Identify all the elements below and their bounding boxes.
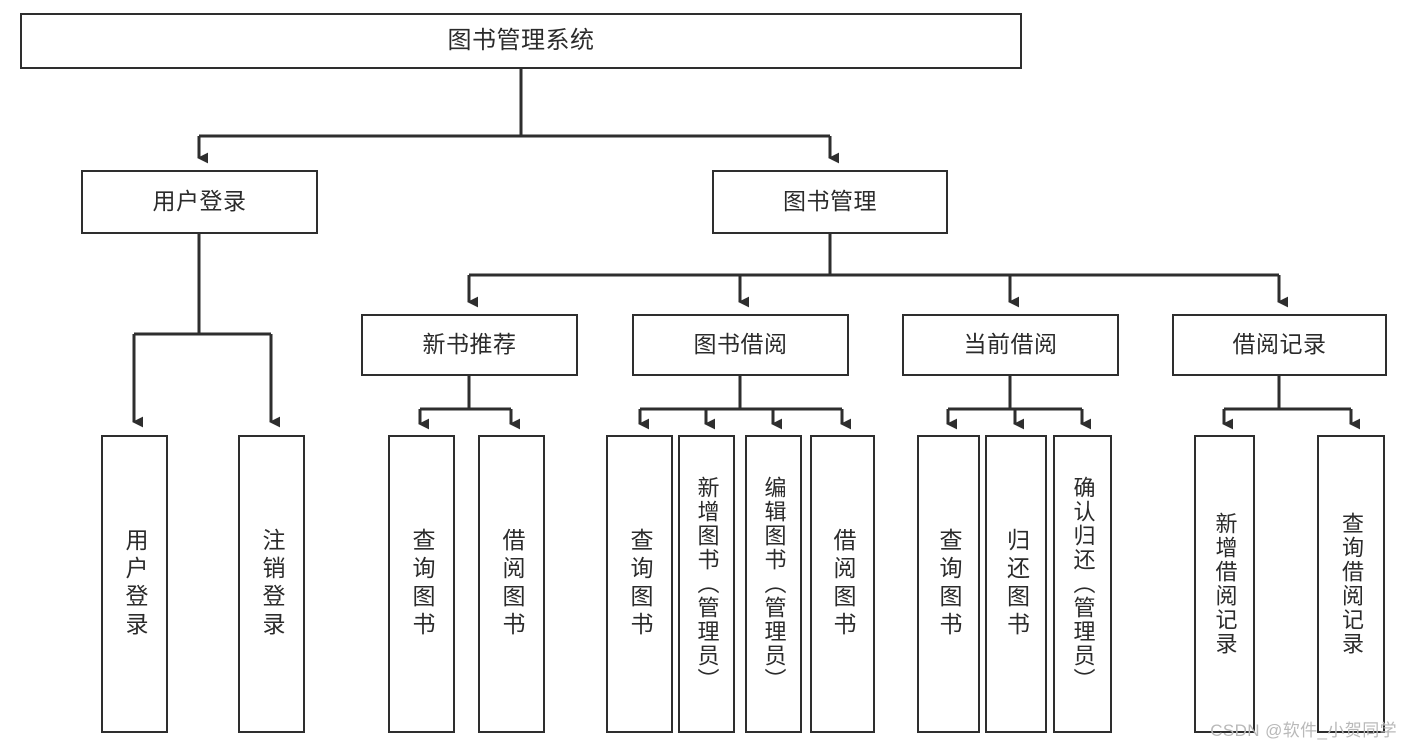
leaf-user-logout[interactable]: 注销登录 (238, 435, 305, 733)
node-label: 图书管理 (783, 188, 877, 215)
node-root-book-management-system[interactable]: 图书管理系统 (20, 13, 1022, 69)
node-label: 新增图书（管理员） (694, 476, 720, 692)
node-label: 借阅图书 (499, 528, 525, 640)
node-label: 归还图书 (1003, 528, 1030, 640)
leaf-query-book-borrowing[interactable]: 查询图书 (606, 435, 673, 733)
node-label: 查询图书 (409, 528, 435, 640)
leaf-borrow-book-new-rec[interactable]: 借阅图书 (478, 435, 545, 733)
leaf-query-borrowing-record[interactable]: 查询借阅记录 (1317, 435, 1385, 733)
node-book-borrowing[interactable]: 图书借阅 (632, 314, 849, 376)
node-label: 当前借阅 (963, 331, 1058, 358)
leaf-add-book-admin[interactable]: 新增图书（管理员） (678, 435, 735, 733)
node-label: 新增借阅记录 (1212, 512, 1238, 656)
leaf-add-borrowing-record[interactable]: 新增借阅记录 (1194, 435, 1255, 733)
node-current-borrowing[interactable]: 当前借阅 (902, 314, 1119, 376)
node-book-management[interactable]: 图书管理 (712, 170, 948, 234)
node-borrowing-record[interactable]: 借阅记录 (1172, 314, 1387, 376)
node-user-login[interactable]: 用户登录 (81, 170, 318, 234)
leaf-query-book-current[interactable]: 查询图书 (917, 435, 980, 733)
leaf-edit-book-admin[interactable]: 编辑图书（管理员） (745, 435, 802, 733)
node-label: 确认归还（管理员） (1070, 476, 1096, 692)
node-label: 用户登录 (152, 188, 247, 215)
node-new-book-recommendation[interactable]: 新书推荐 (361, 314, 578, 376)
leaf-confirm-return-admin[interactable]: 确认归还（管理员） (1053, 435, 1112, 733)
watermark-text: CSDN @软件_小贺同学 (1210, 721, 1397, 740)
node-label: 新书推荐 (422, 331, 517, 358)
node-label: 查询借阅记录 (1339, 512, 1364, 656)
node-label: 编辑图书（管理员） (761, 476, 787, 692)
node-label: 查询图书 (627, 528, 653, 640)
node-label: 借阅记录 (1232, 331, 1327, 358)
node-label: 注销登录 (259, 528, 285, 640)
node-label: 图书借阅 (693, 331, 788, 358)
node-label: 查询图书 (936, 528, 962, 640)
leaf-query-book-new-rec[interactable]: 查询图书 (388, 435, 455, 733)
node-label: 用户登录 (122, 528, 148, 640)
leaf-user-login[interactable]: 用户登录 (101, 435, 168, 733)
node-label: 图书管理系统 (447, 26, 595, 54)
leaf-borrow-book-borrowing[interactable]: 借阅图书 (810, 435, 875, 733)
node-label: 借阅图书 (830, 528, 856, 640)
leaf-return-book[interactable]: 归还图书 (985, 435, 1047, 733)
